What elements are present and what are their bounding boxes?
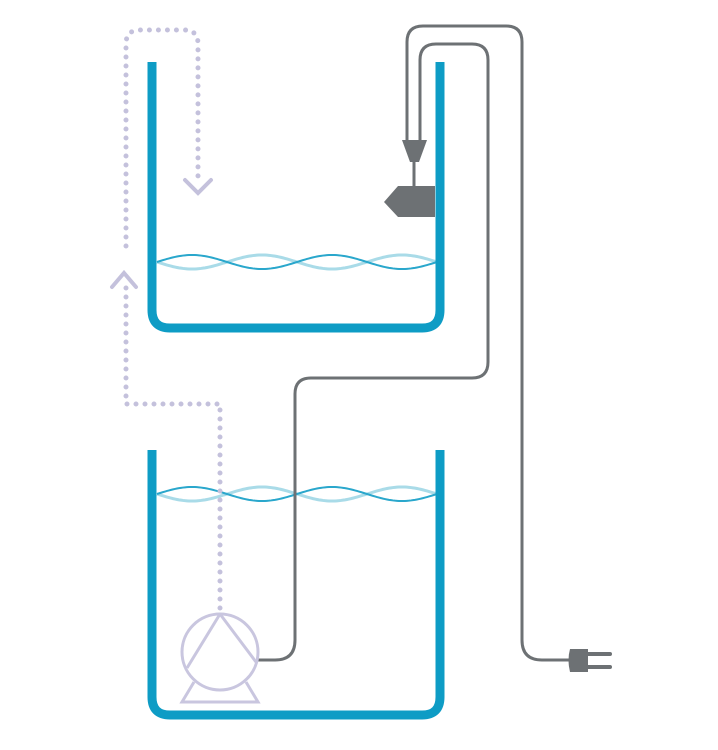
power-cord-wire xyxy=(405,24,572,662)
lower-tank xyxy=(147,450,445,720)
power-plug-icon xyxy=(568,649,588,672)
lower-water-wave-dark xyxy=(156,486,438,502)
upper-water-wave-dark xyxy=(156,254,438,270)
pump-cord-wire xyxy=(258,42,490,662)
flow-arrow-up-icon xyxy=(110,269,138,289)
float-switch-connector xyxy=(402,140,427,162)
flow-path-up xyxy=(123,282,223,611)
flow-path-down xyxy=(123,27,201,249)
flow-arrow-down-icon xyxy=(183,178,213,196)
pump-body-icon xyxy=(180,612,260,692)
float-switch-icon xyxy=(384,186,435,217)
pump-impeller-icon xyxy=(185,613,258,669)
pump-base-icon xyxy=(179,681,261,704)
upper-tank xyxy=(147,62,445,333)
